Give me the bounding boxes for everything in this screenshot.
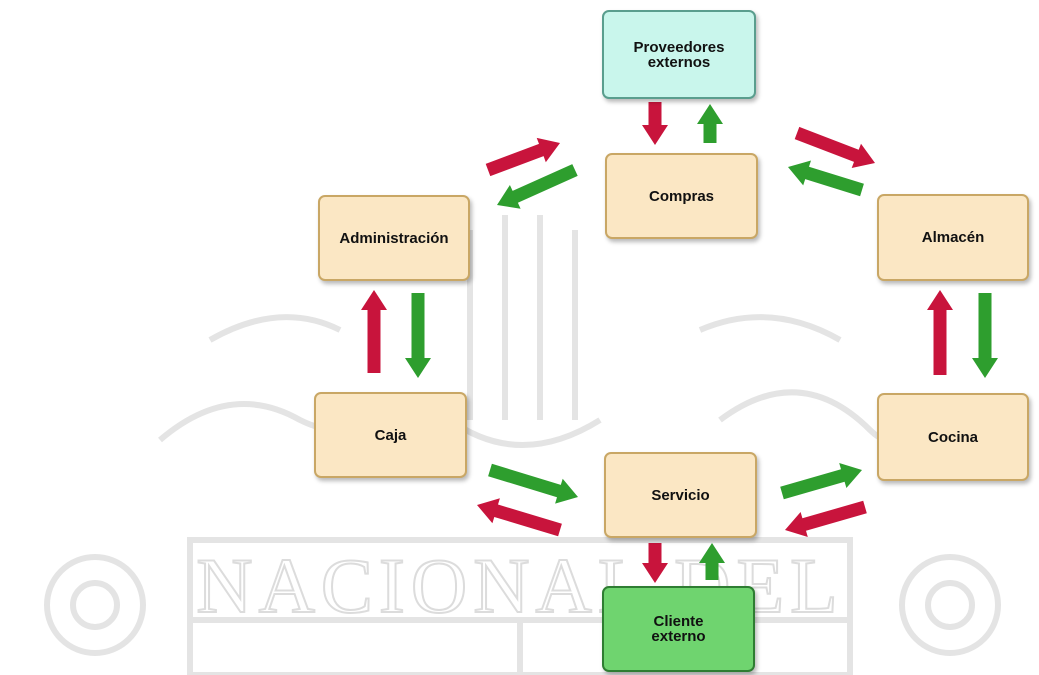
seal-right-medallion bbox=[899, 554, 1001, 656]
arrow-caja-to-administracion bbox=[361, 290, 387, 373]
arrow-compras-to-proveedores bbox=[642, 102, 668, 145]
arrow-compras-to-almacen bbox=[794, 126, 875, 168]
node-almacen: Almacén bbox=[877, 194, 1029, 281]
arrow-almacen-to-compras bbox=[788, 160, 864, 197]
arrow-servicio-to-cocina bbox=[780, 463, 862, 500]
node-compras: Compras bbox=[605, 153, 758, 239]
arrow-administracion-to-compras bbox=[485, 137, 560, 177]
seal-base-band bbox=[187, 537, 853, 675]
seal-left-wing bbox=[208, 314, 342, 343]
arrow-almacen-to-cocina bbox=[927, 290, 953, 375]
node-administracion: Administración bbox=[318, 195, 470, 281]
arrow-compras-to-administracion bbox=[497, 164, 578, 209]
arrow-caja-to-servicio bbox=[488, 463, 578, 504]
arrow-proveedores-to-compras bbox=[697, 104, 723, 143]
seal-right-wing bbox=[698, 314, 842, 343]
arrow-servicio-to-caja bbox=[477, 498, 562, 537]
node-cliente-externo: Cliente externo bbox=[602, 586, 755, 672]
seal-hand-shape bbox=[448, 215, 602, 448]
node-proveedores-externos: Proveedores externos bbox=[602, 10, 756, 99]
node-cocina: Cocina bbox=[877, 393, 1029, 481]
arrow-cliente-to-servicio bbox=[699, 543, 725, 580]
arrow-servicio-to-cliente bbox=[642, 543, 668, 583]
arrow-cocina-to-servicio bbox=[785, 500, 867, 537]
arrow-cocina-to-almacen bbox=[972, 293, 998, 378]
seal-left-medallion bbox=[44, 554, 146, 656]
arrow-administracion-to-caja bbox=[405, 293, 431, 378]
node-servicio: Servicio bbox=[604, 452, 757, 538]
node-caja: Caja bbox=[314, 392, 467, 478]
